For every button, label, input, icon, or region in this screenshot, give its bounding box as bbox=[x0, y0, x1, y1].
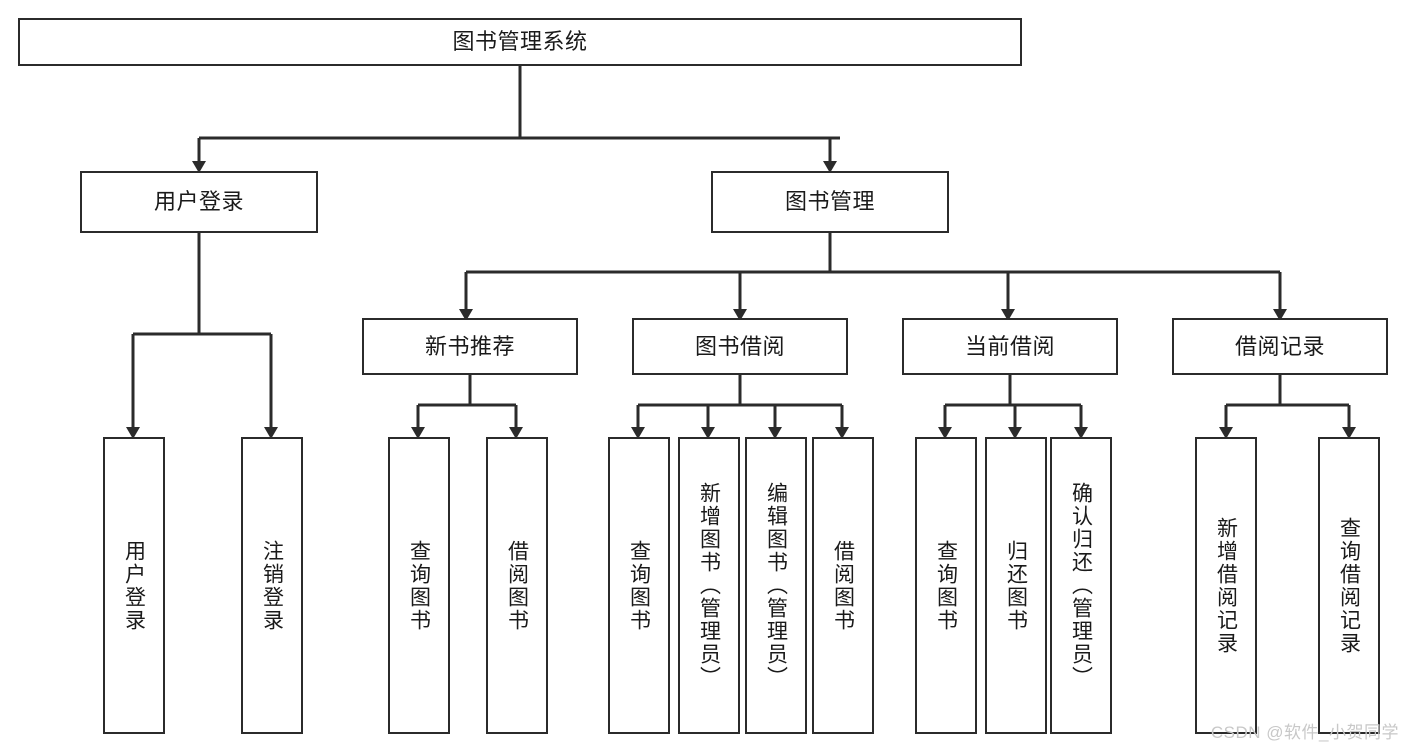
node-label: 注销登录 bbox=[260, 539, 284, 632]
node-book-borrow[interactable]: 图书借阅 bbox=[632, 318, 848, 375]
node-label: 用户登录 bbox=[153, 189, 244, 215]
node-label: 查询图书 bbox=[934, 539, 958, 632]
node-borrow-record[interactable]: 借阅记录 bbox=[1172, 318, 1388, 375]
node-label: 查询图书 bbox=[407, 539, 431, 632]
node-label: 确认归还（管理员） bbox=[1069, 482, 1093, 689]
node-label: 图书借阅 bbox=[694, 333, 785, 359]
node-label: 借阅图书 bbox=[831, 539, 855, 632]
leaf-user-login-login[interactable]: 用户登录 bbox=[103, 437, 165, 734]
node-label: 查询图书 bbox=[627, 539, 651, 632]
leaf-current-confirm-return-admin[interactable]: 确认归还（管理员） bbox=[1050, 437, 1112, 734]
node-label: 借阅图书 bbox=[505, 539, 529, 632]
node-root-system[interactable]: 图书管理系统 bbox=[18, 18, 1022, 66]
node-label: 查询借阅记录 bbox=[1337, 516, 1361, 655]
leaf-borrow-add-book-admin[interactable]: 新增图书（管理员） bbox=[678, 437, 740, 734]
node-label: 新增借阅记录 bbox=[1214, 516, 1238, 655]
leaf-recommend-query-book[interactable]: 查询图书 bbox=[388, 437, 450, 734]
node-label: 图书管理 bbox=[784, 189, 875, 215]
node-label: 图书管理系统 bbox=[452, 29, 588, 55]
leaf-borrow-borrow-book[interactable]: 借阅图书 bbox=[812, 437, 874, 734]
node-user-login[interactable]: 用户登录 bbox=[80, 171, 318, 233]
csdn-watermark: CSDN @软件_小贺同学 bbox=[1210, 723, 1399, 742]
node-label: 归还图书 bbox=[1004, 539, 1028, 632]
node-label: 新增图书（管理员） bbox=[697, 482, 721, 689]
node-label: 用户登录 bbox=[122, 539, 146, 632]
leaf-record-add-record[interactable]: 新增借阅记录 bbox=[1195, 437, 1257, 734]
leaf-current-query-book[interactable]: 查询图书 bbox=[915, 437, 977, 734]
leaf-recommend-borrow-book[interactable]: 借阅图书 bbox=[486, 437, 548, 734]
leaf-record-query-record[interactable]: 查询借阅记录 bbox=[1318, 437, 1380, 734]
node-label: 新书推荐 bbox=[424, 333, 515, 359]
leaf-borrow-edit-book-admin[interactable]: 编辑图书（管理员） bbox=[745, 437, 807, 734]
leaf-borrow-query-book[interactable]: 查询图书 bbox=[608, 437, 670, 734]
node-label: 编辑图书（管理员） bbox=[764, 482, 788, 689]
node-label: 借阅记录 bbox=[1234, 333, 1325, 359]
node-current-borrow[interactable]: 当前借阅 bbox=[902, 318, 1118, 375]
node-label: 当前借阅 bbox=[964, 333, 1055, 359]
leaf-user-login-logout[interactable]: 注销登录 bbox=[241, 437, 303, 734]
leaf-current-return-book[interactable]: 归还图书 bbox=[985, 437, 1047, 734]
node-new-book-recommend[interactable]: 新书推荐 bbox=[362, 318, 578, 375]
node-book-management[interactable]: 图书管理 bbox=[711, 171, 949, 233]
